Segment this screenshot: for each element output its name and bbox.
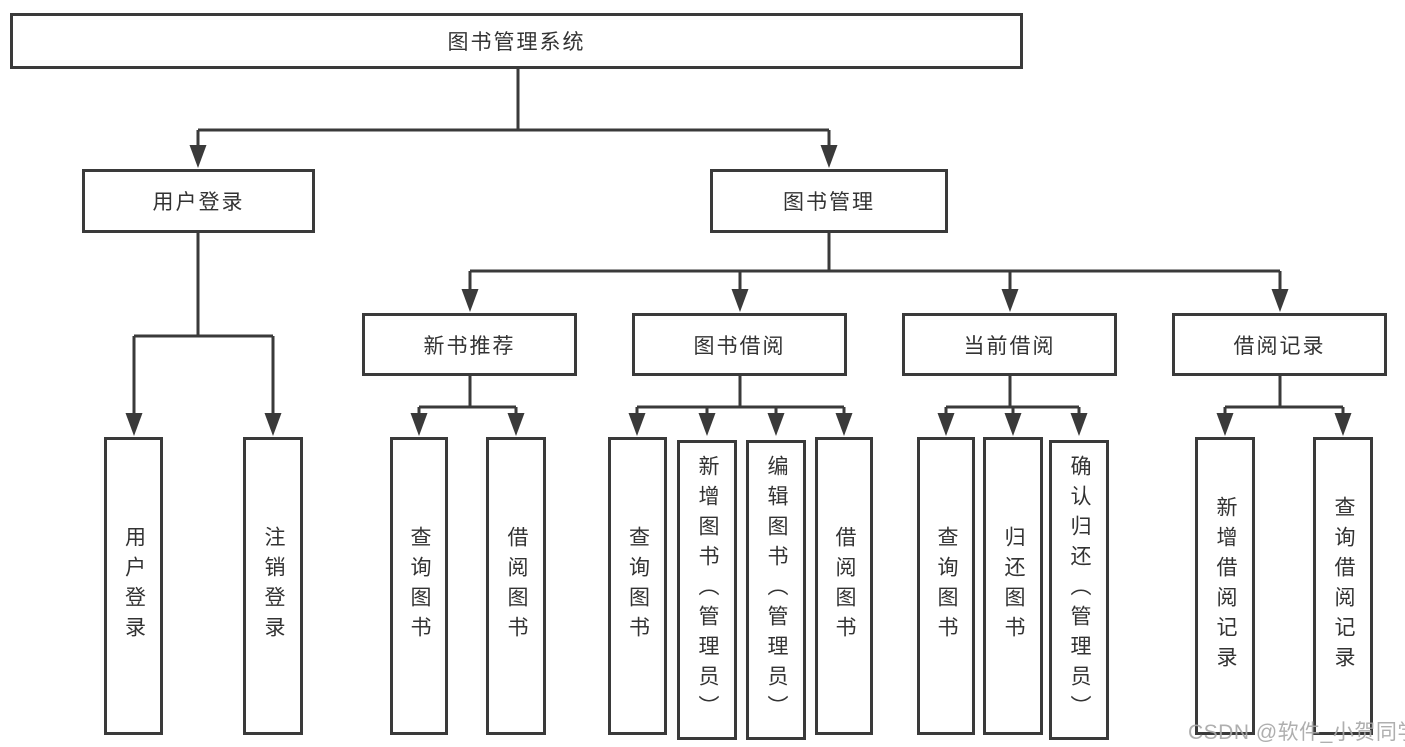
connector-book-borrow — [635, 376, 846, 420]
node-root-label: 图书管理系统 — [447, 31, 586, 54]
node-root: 图书管理系统 — [10, 13, 1023, 69]
leaf-bb-query-books: 查询图书 — [608, 437, 667, 735]
leaf-cb-confirm-return-admin-label: 确认归还（管理员） — [1068, 455, 1092, 725]
node-borrow-records: 借阅记录 — [1172, 313, 1387, 376]
leaf-user-login: 用户登录 — [104, 437, 163, 735]
node-book-borrow-label: 图书借阅 — [693, 334, 786, 358]
leaf-logout: 注销登录 — [243, 437, 303, 735]
leaf-nbr-borrow-books-label: 借阅图书 — [505, 526, 529, 646]
leaf-br-add-record-label: 新增借阅记录 — [1214, 496, 1238, 676]
leaf-nbr-borrow-books: 借阅图书 — [486, 437, 546, 735]
node-new-book-rec-label: 新书推荐 — [423, 334, 516, 358]
connector-root — [196, 69, 831, 150]
leaf-br-query-record: 查询借阅记录 — [1313, 437, 1373, 735]
leaf-cb-confirm-return-admin: 确认归还（管理员） — [1049, 440, 1109, 740]
leaf-bb-query-books-label: 查询图书 — [626, 526, 650, 646]
leaf-cb-return-books-label: 归还图书 — [1002, 526, 1026, 646]
leaf-nbr-query-books: 查询图书 — [390, 437, 448, 735]
node-user-login-label: 用户登录 — [152, 191, 245, 214]
node-book-borrow: 图书借阅 — [632, 313, 847, 376]
leaf-nbr-query-books-label: 查询图书 — [408, 526, 432, 646]
node-current-borrow: 当前借阅 — [902, 313, 1117, 376]
node-user-login: 用户登录 — [82, 169, 315, 233]
csdn-watermark: CSDN @软件_小贺同学 — [1188, 721, 1405, 744]
connector-borrow-records — [1223, 376, 1345, 420]
connector-book-management — [468, 233, 1282, 294]
connector-user-login — [132, 233, 275, 418]
leaf-bb-add-books-admin: 新增图书（管理员） — [677, 440, 737, 740]
leaf-cb-query-books-label: 查询图书 — [935, 526, 959, 646]
leaf-bb-add-books-admin-label: 新增图书（管理员） — [696, 455, 720, 725]
node-current-borrow-label: 当前借阅 — [963, 334, 1056, 358]
leaf-bb-edit-books-admin-label: 编辑图书（管理员） — [765, 455, 789, 725]
leaf-bb-borrow-books-label: 借阅图书 — [833, 526, 857, 646]
leaf-cb-return-books: 归还图书 — [983, 437, 1043, 735]
leaf-bb-borrow-books: 借阅图书 — [815, 437, 873, 735]
node-book-management: 图书管理 — [710, 169, 948, 233]
arrowheads — [125, 145, 1352, 436]
node-borrow-records-label: 借阅记录 — [1233, 334, 1326, 358]
connector-new-book-rec — [417, 376, 518, 420]
leaf-cb-query-books: 查询图书 — [917, 437, 975, 735]
leaf-bb-edit-books-admin: 编辑图书（管理员） — [746, 440, 806, 740]
node-new-book-rec: 新书推荐 — [362, 313, 577, 376]
leaf-user-login-label: 用户登录 — [122, 526, 146, 646]
node-book-management-label: 图书管理 — [783, 191, 875, 214]
leaf-logout-label: 注销登录 — [262, 526, 286, 646]
leaf-br-query-record-label: 查询借阅记录 — [1332, 496, 1356, 676]
leaf-br-add-record: 新增借阅记录 — [1195, 437, 1255, 735]
